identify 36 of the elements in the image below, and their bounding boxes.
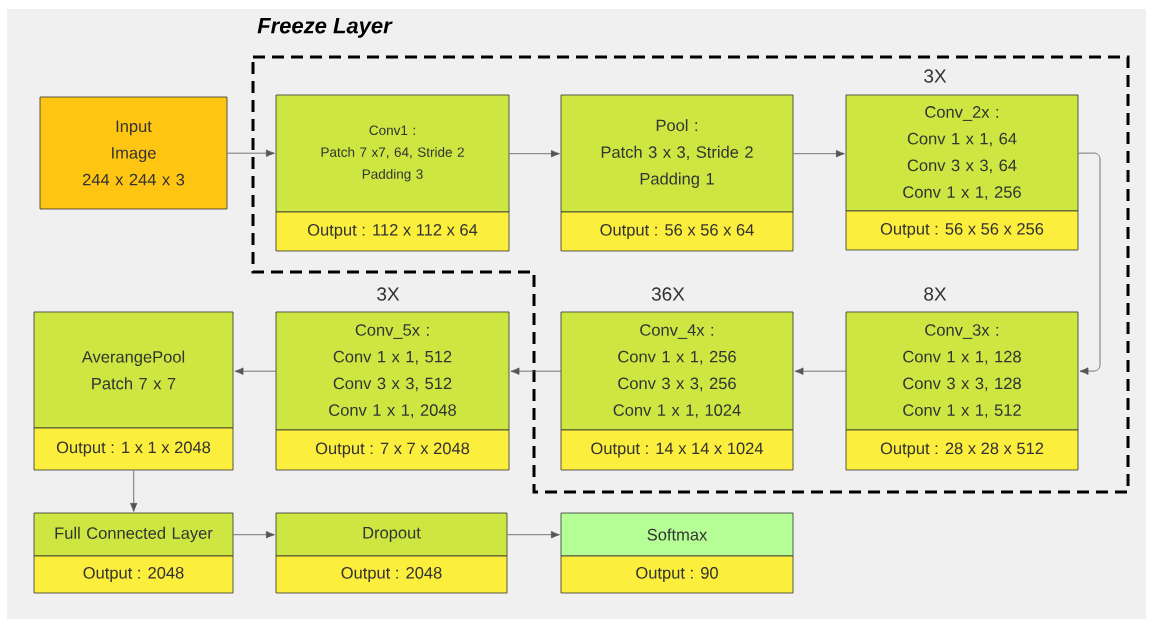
repeat-label: 36X — [651, 287, 685, 301]
node-label: Output : 7 x 7 x 2048 — [315, 442, 470, 458]
node-label: Output : 56 x 56 x 64 — [600, 224, 754, 239]
arrow — [509, 150, 560, 158]
layer-box: Conv_3x : Conv 1 x 1, 128 Conv 3 x 3, 128 Conv 1 x 1, 512 Output : 28 x 28 x 512 — [845, 311, 1079, 471]
node-label: Output : 2048 — [83, 567, 184, 582]
node-label: Output : 112 x 112 x 64 — [307, 224, 478, 239]
arrow — [510, 367, 562, 375]
node-label: Output : 28 x 28 x 512 — [880, 442, 1044, 458]
arrow — [793, 150, 845, 158]
node-label: Output : 1 x 1 x 2048 — [56, 441, 211, 457]
layer-box: Input Image 244 x 244 x 3 — [39, 96, 228, 210]
layer-box: Pool : Patch 3 x 3, Stride 2 Padding 1 Output : 56 x 56 x 64 — [560, 94, 794, 252]
layer-box: Conv1 : Patch 7 x7, 64, Stride 2 Padding 3 Output : 112 x 112 x 64 — [275, 94, 510, 252]
layer-box: Dropout Output : 2048 — [275, 512, 508, 594]
node-label: Output : 14 x 14 x 1024 — [591, 442, 764, 458]
arrow — [233, 531, 275, 539]
node-label: Output : 2048 — [341, 567, 442, 582]
layer-box: Full Connected Layer Output : 2048 — [33, 512, 234, 594]
arrow — [234, 367, 277, 375]
arrow — [507, 531, 560, 539]
layer-box: Conv_5x : Conv 1 x 1, 512 Conv 3 x 3, 512 Conv 1 x 1, 2048 Output : 7 x 7 x 2048 — [275, 311, 510, 471]
layer-box: Softmax Output : 90 — [560, 512, 794, 594]
arrow — [794, 367, 847, 375]
arrow — [227, 149, 275, 157]
arrow — [130, 470, 138, 512]
repeat-label: 8X — [924, 287, 947, 301]
layer-box: Conv_2x : Conv 1 x 1, 64 Conv 3 x 3, 64 Conv 1 x 1, 256 Output : 56 x 56 x 256 — [845, 94, 1079, 251]
node-label: Output : 56 x 56 x 256 — [880, 223, 1044, 238]
repeat-label: 3X — [377, 287, 400, 301]
layer-box: Conv_4x : Conv 1 x 1, 256 Conv 3 x 3, 256 Conv 1 x 1, 1024 Output : 14 x 14 x 1024 — [560, 311, 794, 471]
node-label: Freeze Layer — [257, 18, 393, 38]
arrow — [1078, 152, 1101, 375]
repeat-label: 3X — [924, 69, 947, 83]
node-label: Output : 90 — [636, 567, 718, 582]
layer-box: AverangePool Patch 7 x 7 Output : 1 x 1 x 2048 — [33, 311, 234, 471]
